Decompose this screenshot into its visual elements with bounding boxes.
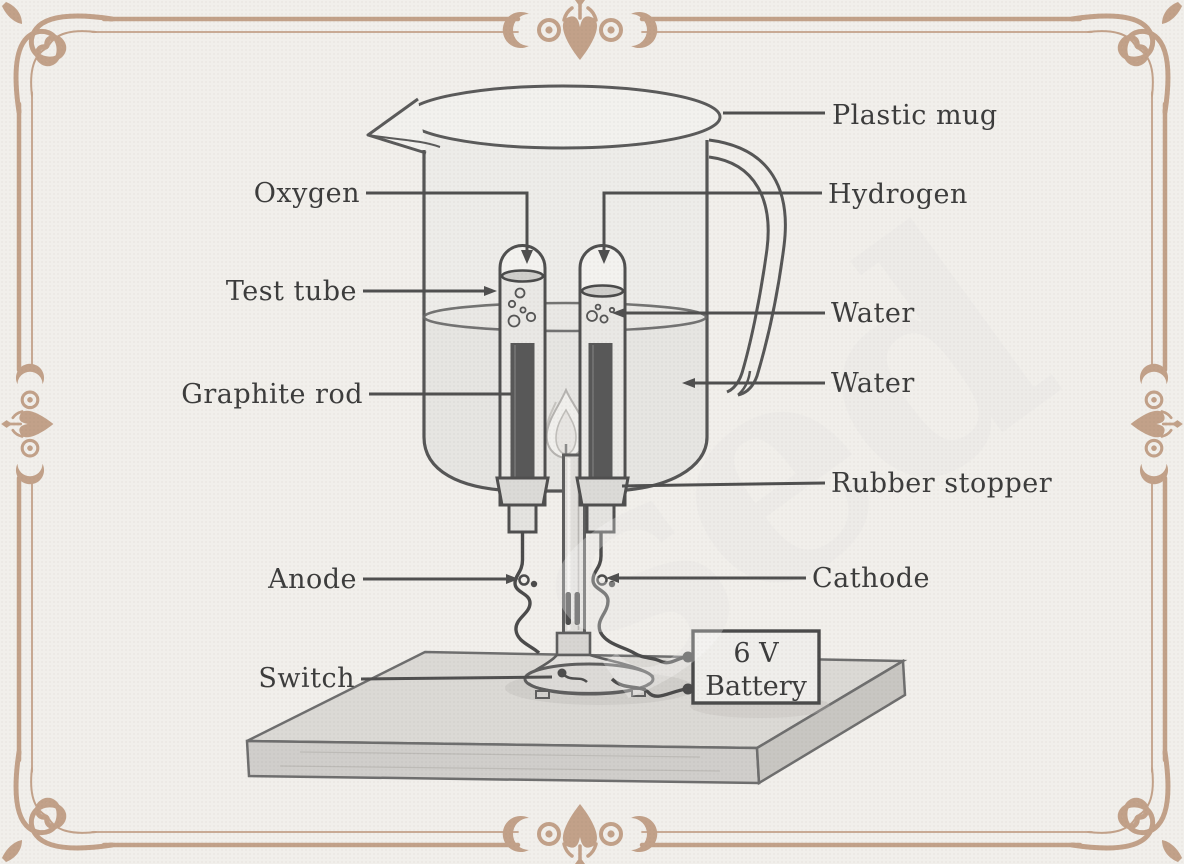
label-water-body: Water (682, 368, 915, 399)
label-plastic-mug: Plastic mug (723, 100, 998, 131)
mug-spout (366, 97, 427, 155)
label-water-surface: Water (612, 298, 915, 329)
cathode-label: Cathode (812, 563, 930, 594)
hydrogen-label: Hydrogen (828, 179, 968, 210)
battery-box (691, 629, 821, 705)
water-surface (422, 301, 708, 333)
burner-air-slot (574, 592, 580, 625)
tube-water-level-right (580, 284, 625, 298)
label-hydrogen: Hydrogen (598, 179, 968, 264)
flame-icon (545, 387, 587, 460)
tube-water-level-left (500, 269, 545, 283)
label-rubber-stopper: Rubber stopper (621, 468, 1052, 499)
switch-knob (557, 668, 588, 683)
cathode-wire (591, 532, 687, 665)
test-tube-right (578, 244, 627, 507)
anode-label: Anode (267, 564, 357, 595)
label-oxygen: Oxygen (254, 178, 533, 264)
water-body-label: Water (831, 368, 915, 399)
label-cathode: Cathode (606, 563, 930, 594)
label-graphite-rod: Graphite rod (181, 379, 511, 410)
oxygen-label: Oxygen (254, 178, 360, 209)
test-tube-label: Test tube (226, 276, 357, 307)
rubber-stopper-label: Rubber stopper (831, 468, 1052, 499)
label-anode: Anode (267, 564, 519, 595)
gas-bubbles-left (507, 287, 537, 328)
anode-wire (513, 532, 541, 655)
plastic-mug-label: Plastic mug (832, 100, 998, 131)
label-switch: Switch (258, 663, 553, 694)
battery-name-label: Battery (705, 671, 808, 702)
test-tube-left (498, 244, 547, 507)
battery-return-wire (610, 677, 687, 698)
burner-air-slot (565, 592, 571, 625)
battery-voltage-label: 6 V (733, 638, 779, 669)
battery: 6 V Battery (682, 629, 821, 705)
gas-bubbles-right (586, 303, 616, 324)
switch-label: Switch (258, 663, 355, 694)
label-test-tube: Test tube (226, 276, 497, 307)
mug-rim (404, 84, 722, 150)
water-surface-label: Water (831, 298, 915, 329)
wire-connectors (518, 574, 616, 588)
graphite-rod-label: Graphite rod (181, 379, 363, 410)
circuit-wires (513, 532, 687, 698)
figure-labels: Plastic mug Oxygen Hydrogen Test tube Wa… (181, 100, 1052, 694)
